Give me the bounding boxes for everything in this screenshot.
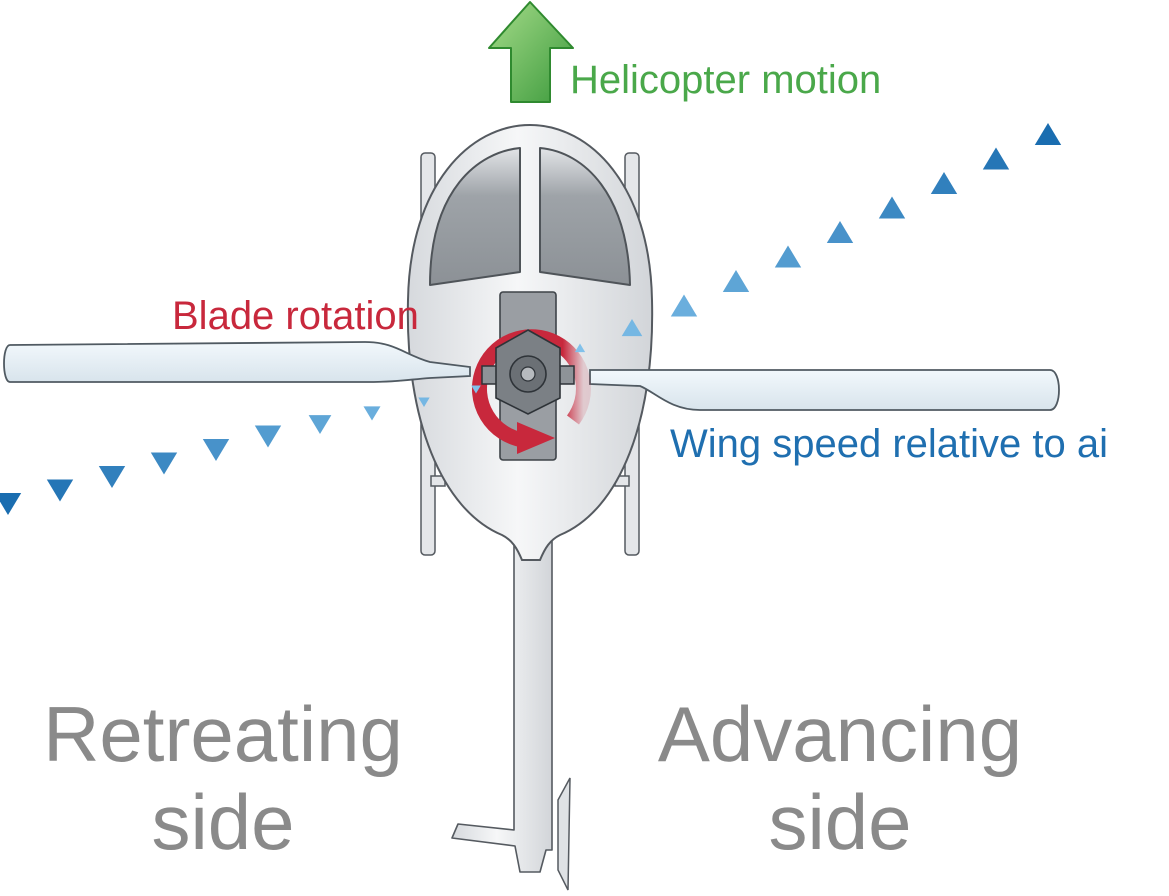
speed-arrow-18 (930, 172, 958, 368)
helicopter-motion-arrow (488, 1, 574, 103)
speed-arrow-head (878, 196, 906, 219)
speed-arrow-head (363, 406, 381, 421)
canopy-right-window (539, 147, 631, 286)
speed-arrow-2 (46, 380, 74, 502)
speed-arrow-15 (774, 245, 802, 368)
blade-rotation-arrowhead (517, 422, 555, 454)
retreating-side-line2: side (151, 778, 295, 867)
speed-arrow-20 (1034, 123, 1062, 368)
helicopter-motion-label: Helicopter motion (570, 58, 882, 102)
speed-arrow-10 (471, 380, 481, 394)
wing-speed-label: Wing speed relative to ai (670, 422, 1109, 466)
speed-arrow-head (254, 425, 282, 448)
speed-arrow-head (774, 245, 802, 268)
advancing-side-label: Advancing side (630, 690, 1050, 866)
speed-arrow-5 (202, 380, 230, 461)
advancing-side-line1: Advancing (657, 690, 1023, 778)
speed-arrow-12 (621, 319, 643, 368)
speed-arrow-16 (826, 221, 854, 368)
speed-arrow-11 (574, 343, 586, 368)
retreating-side-line1: Retreating (43, 690, 403, 778)
speed-arrow-head (46, 479, 74, 502)
speed-arrow-head (308, 415, 332, 434)
speed-arrow-head (574, 343, 586, 353)
speed-arrow-head (930, 172, 958, 194)
speed-arrow-head (621, 319, 643, 337)
speed-arrow-head (98, 466, 126, 488)
rotor-hub (481, 329, 575, 415)
speed-arrow-7 (308, 380, 332, 434)
advancing-blade (589, 369, 1060, 411)
speed-arrow-head (982, 147, 1010, 170)
wing-speed-arrows (0, 123, 1062, 515)
speed-arrow-head (418, 397, 430, 407)
speed-arrow-head (471, 385, 481, 394)
speed-arrow-4 (150, 380, 178, 475)
speed-arrow-9 (418, 380, 430, 407)
tail-boom (451, 539, 553, 873)
speed-arrow-17 (878, 196, 906, 368)
speed-arrow-8 (363, 380, 381, 421)
speed-arrow-head (722, 270, 750, 292)
canopy-left-window (429, 147, 521, 286)
speed-arrow-head (202, 439, 230, 461)
retreating-side-label: Retreating side (18, 690, 428, 866)
speed-arrow-3 (98, 380, 126, 488)
speed-arrow-head (1034, 123, 1062, 145)
speed-arrow-1 (0, 380, 22, 515)
blade-rotation-label: Blade rotation (172, 294, 419, 338)
speed-arrow-head (0, 493, 22, 515)
speed-arrow-head (670, 294, 698, 317)
tail-rotor (557, 777, 571, 891)
speed-arrow-14 (722, 270, 750, 368)
speed-arrow-19 (982, 147, 1010, 368)
speed-arrow-6 (254, 380, 282, 448)
advancing-side-line2: side (768, 778, 912, 867)
speed-arrow-13 (670, 294, 698, 368)
retreating-blade (3, 341, 471, 383)
speed-arrow-head (150, 452, 178, 475)
speed-arrow-head (826, 221, 854, 243)
